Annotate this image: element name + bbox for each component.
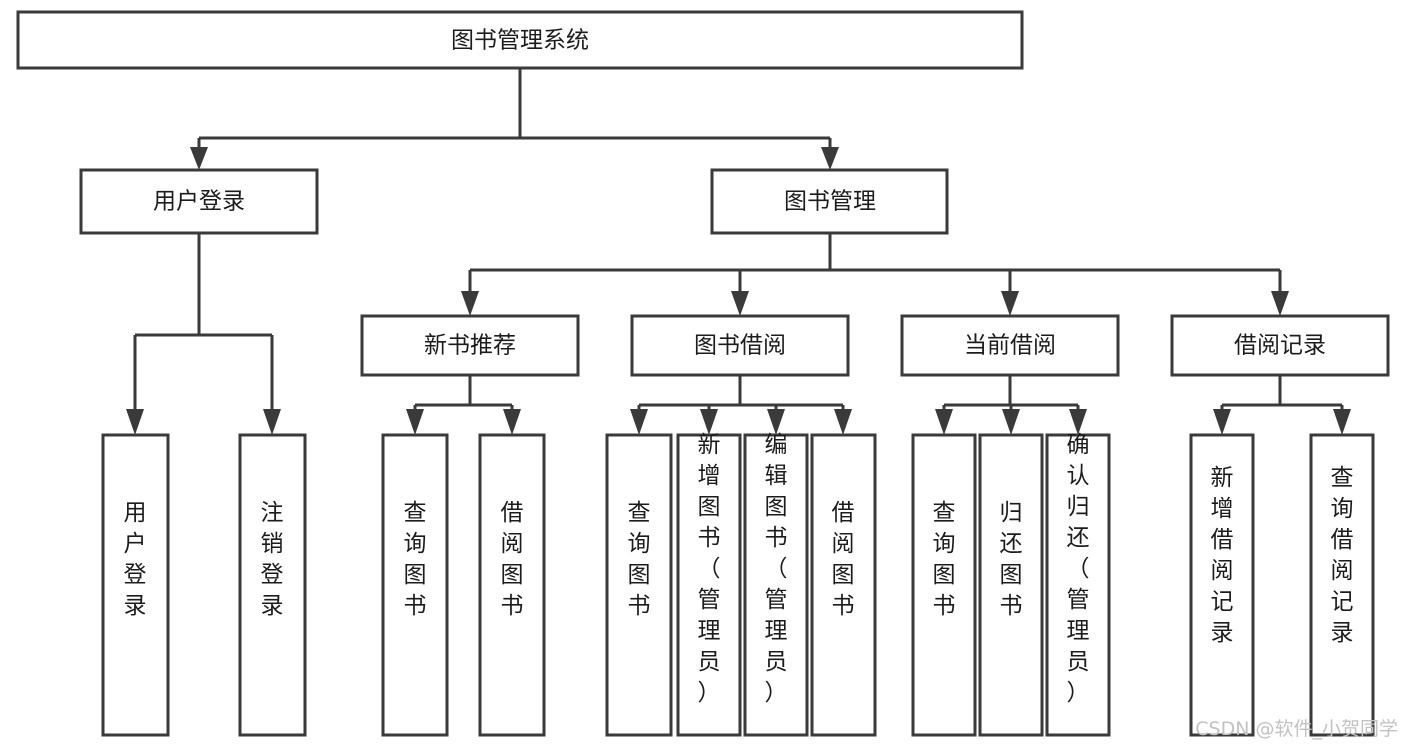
arrow-to-user-login — [190, 147, 208, 170]
leaf-newbook-borrow-box — [478, 433, 546, 737]
leaf-node[interactable]: 注销登录 — [238, 433, 307, 737]
leaf-node[interactable]: 归还图书 — [978, 433, 1044, 737]
arrow-leaf-logout — [263, 409, 281, 435]
node-current-borrow-box — [900, 314, 1120, 377]
leaf-bookborrow-add-label: 新增图书（管理员） — [698, 432, 721, 706]
leaf-node[interactable]: 查询借阅记录 — [1309, 433, 1375, 737]
arrow-currentborrow-leaf-2 — [1002, 409, 1020, 435]
arrow-to-current-borrow — [1001, 291, 1019, 316]
node-current-borrow[interactable]: 当前借阅 — [900, 314, 1120, 377]
leaf-node[interactable]: 查询图书 — [911, 433, 977, 737]
leaf-node[interactable]: 用户登录 — [101, 433, 170, 737]
leaf-logout-box — [238, 433, 307, 737]
arrow-bookborrow-leaf-4 — [834, 409, 852, 435]
leaf-borrowrecord-add-label: 新增借阅记录 — [1211, 465, 1234, 646]
leaf-node[interactable]: 借阅图书 — [478, 433, 546, 737]
leaf-user-login-label: 用户登录 — [124, 500, 147, 619]
leaf-node[interactable]: 借阅图书 — [810, 433, 877, 737]
node-borrow-record-label: 借阅记录 — [1234, 333, 1326, 359]
arrow-to-book-borrow — [731, 291, 749, 316]
leaf-newbook-query-box — [381, 433, 449, 737]
leaf-bookborrow-edit-label: 编辑图书（管理员） — [765, 432, 788, 706]
node-new-book-recommend[interactable]: 新书推荐 — [360, 314, 580, 377]
node-user-login-box — [79, 168, 319, 235]
arrow-newbook-leaf-2 — [503, 409, 521, 435]
node-current-borrow-label: 当前借阅 — [964, 333, 1056, 359]
leaf-borrowrecord-query-box — [1309, 433, 1375, 737]
node-book-management-box — [710, 168, 949, 235]
leaf-logout-label: 注销登录 — [261, 500, 284, 619]
leaf-borrowrecord-query-label: 查询借阅记录 — [1331, 465, 1354, 646]
leaf-newbook-borrow-label: 借阅图书 — [501, 500, 524, 619]
leaf-node[interactable]: 确认归还（管理员） — [1045, 432, 1111, 737]
node-book-borrow[interactable]: 图书借阅 — [630, 314, 850, 377]
connector-layer — [126, 68, 1351, 435]
arrow-borrowrecord-leaf-1 — [1213, 409, 1231, 435]
leaf-bookborrow-add-box — [676, 433, 742, 737]
arrow-bookborrow-leaf-2 — [700, 409, 718, 435]
leaf-currentborrow-query-box — [911, 433, 977, 737]
arrow-currentborrow-leaf-3 — [1069, 409, 1087, 435]
node-user-login-label: 用户登录 — [153, 189, 245, 215]
leaf-node[interactable]: 新增借阅记录 — [1189, 433, 1255, 737]
leaf-bookborrow-borrow-label: 借阅图书 — [832, 500, 855, 619]
leaf-currentborrow-return-label: 归还图书 — [1000, 500, 1023, 619]
arrow-bookborrow-leaf-1 — [630, 409, 648, 435]
node-user-login[interactable]: 用户登录 — [79, 168, 319, 235]
node-new-book-recommend-label: 新书推荐 — [424, 333, 516, 359]
arrow-to-new-book — [461, 291, 479, 316]
arrow-currentborrow-leaf-1 — [935, 409, 953, 435]
node-book-borrow-box — [630, 314, 850, 377]
leaf-bookborrow-borrow-box — [810, 433, 877, 737]
leaf-bookborrow-query-label: 查询图书 — [628, 500, 651, 619]
arrow-to-book-manage — [821, 147, 839, 170]
leaf-currentborrow-confirm-box — [1045, 433, 1111, 737]
arrow-leaf-user-login — [126, 409, 144, 435]
node-borrow-record-box — [1170, 314, 1390, 377]
node-borrow-record[interactable]: 借阅记录 — [1170, 314, 1390, 377]
leaf-currentborrow-query-label: 查询图书 — [933, 500, 956, 619]
arrow-newbook-leaf-1 — [406, 409, 424, 435]
node-root-system[interactable]: 图书管理系统 — [16, 10, 1024, 70]
leaf-currentborrow-return-box — [978, 433, 1044, 737]
leaf-node[interactable]: 查询图书 — [605, 433, 673, 737]
node-book-management-label: 图书管理 — [784, 189, 876, 215]
leaf-currentborrow-confirm-label: 确认归还（管理员） — [1067, 432, 1090, 706]
leaf-bookborrow-query-box — [605, 433, 673, 737]
node-book-borrow-label: 图书借阅 — [694, 333, 786, 359]
leaf-borrowrecord-add-box — [1189, 433, 1255, 737]
node-new-book-recommend-box — [360, 314, 580, 377]
leaf-bookborrow-edit-box — [743, 433, 809, 737]
leaf-node[interactable]: 查询图书 — [381, 433, 449, 737]
node-root-box — [16, 10, 1024, 70]
leaf-node[interactable]: 编辑图书（管理员） — [743, 432, 809, 737]
leaf-node[interactable]: 新增图书（管理员） — [676, 432, 742, 737]
leaf-user-login-box — [101, 433, 170, 737]
node-root-label: 图书管理系统 — [451, 28, 589, 54]
node-book-management[interactable]: 图书管理 — [710, 168, 949, 235]
arrow-bookborrow-leaf-3 — [767, 409, 785, 435]
csdn-watermark: CSDN @软件_小贺同学 — [1195, 718, 1398, 740]
arrow-to-borrow-record — [1271, 291, 1289, 316]
leaf-newbook-query-label: 查询图书 — [404, 500, 427, 619]
arrow-borrowrecord-leaf-2 — [1333, 409, 1351, 435]
